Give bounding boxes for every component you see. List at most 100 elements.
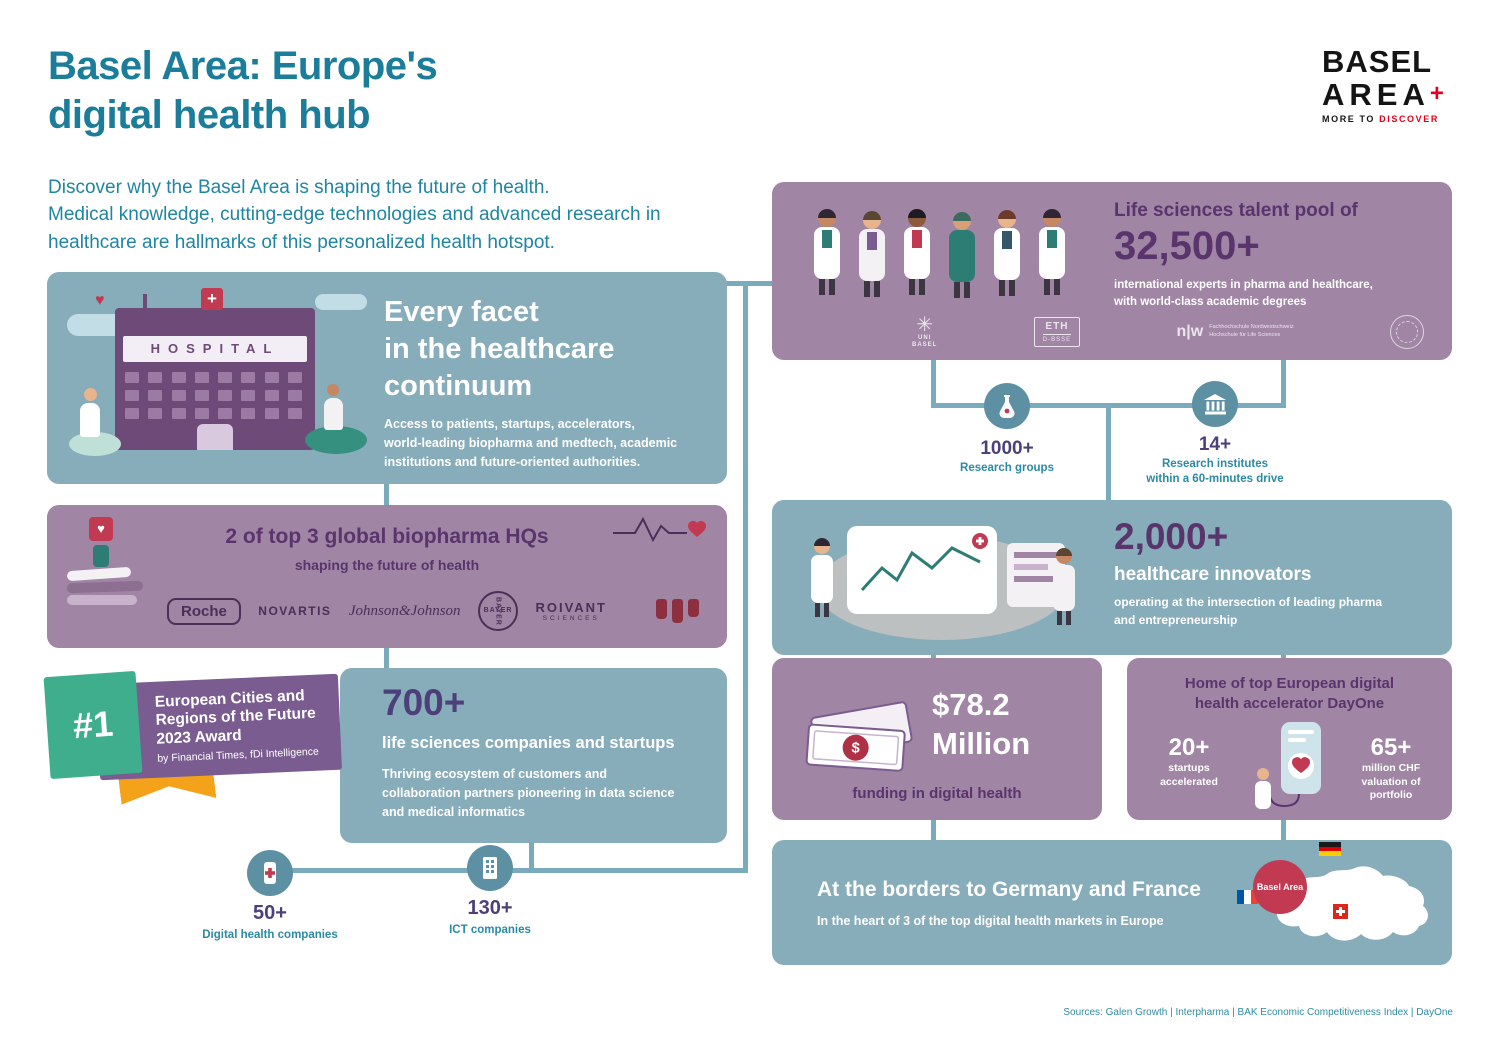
basel-area-logo: BASEL AREA+ MORE TO DISCOVER <box>1322 45 1462 125</box>
digital-health-companies-label: Digital health companies <box>202 929 338 941</box>
flasks-decoration <box>656 599 699 623</box>
companies-body: Thriving ecosystem of customers and coll… <box>382 767 675 819</box>
continuum-title: Every facet in the healthcare continuum <box>384 296 615 403</box>
switzerland-map: Basel Area <box>1237 840 1452 965</box>
connector-line <box>529 842 534 873</box>
funding-stat: $78.2 Million <box>932 687 1031 761</box>
innovators-stat: 2,000+ <box>1114 516 1229 557</box>
novartis-logo: NOVARTIS <box>258 604 332 618</box>
digital-health-companies-circle <box>247 850 293 896</box>
dayone-valuation: 65+ million CHF valuation of portfolio <box>1341 734 1441 803</box>
card-funding: $ $78.2 Million funding in digital healt… <box>772 658 1102 820</box>
basel-area-marker: Basel Area <box>1253 860 1307 914</box>
basel-area-marker-label: Basel Area <box>1256 882 1304 892</box>
biopharma-title: 2 of top 3 global biopharma HQs <box>225 525 549 548</box>
connector-line <box>384 484 389 507</box>
johnson-johnson-logo: Johnson&Johnson <box>348 602 461 619</box>
intro-text: Discover why the Basel Area is shaping t… <box>48 177 661 253</box>
money-illustration: $ <box>805 701 913 772</box>
dayone-valuation-value: 65+ <box>1370 734 1412 761</box>
uni-basel-logo: ✳ UNI BASEL <box>912 313 938 348</box>
roivant-logo: ROIVANT SCIENCES <box>535 600 607 622</box>
innovators-title: healthcare innovators <box>1114 564 1312 585</box>
connector-line <box>720 281 775 286</box>
biopharma-subtitle: shaping the future of health <box>294 557 480 573</box>
card-talent-pool: Life sciences talent pool of 32,500+ int… <box>772 182 1452 360</box>
ekg-heart-decoration <box>613 513 713 543</box>
heart-balloon-icon: ♥ <box>95 292 105 309</box>
fhnw-logo: n|w Fachhochschule Nordwestschweiz Hochs… <box>1176 323 1294 340</box>
research-institutes-label: Research institutes within a 60-minutes … <box>1146 458 1284 485</box>
logo-word-area: AREA <box>1322 76 1430 112</box>
red-cross-icon: + <box>201 288 223 310</box>
connector-line <box>931 650 936 662</box>
uni-basel-mark-icon: ✳ <box>916 313 934 336</box>
card-borders: At the borders to Germany and France In … <box>772 840 1452 965</box>
connector-line <box>384 647 389 670</box>
dollar-sign: $ <box>851 739 861 757</box>
talent-stat: 32,500+ <box>1114 224 1260 268</box>
university-seal-icon <box>1389 315 1424 349</box>
dayone-startups-value: 20+ <box>1168 734 1210 761</box>
ict-companies-label: ICT companies <box>449 924 531 936</box>
bayer-logo: BAYER BAYER <box>478 591 518 631</box>
award-byline: by Financial Times, fDi Intelligence <box>157 745 320 765</box>
digital-health-companies-value: 50+ <box>253 902 287 924</box>
research-groups-value: 1000+ <box>980 438 1034 459</box>
connector-line <box>1106 403 1111 503</box>
borders-title: At the borders to Germany and France <box>817 878 1201 901</box>
pharma-logos-row: Roche NOVARTIS Johnson&Johnson BAYER BAY… <box>167 591 607 631</box>
nurse-figure <box>79 388 101 448</box>
innovators-body: operating at the intersection of leading… <box>1114 595 1383 627</box>
continuum-body: Access to patients, startups, accelerato… <box>384 417 678 469</box>
ict-companies-circle <box>467 845 513 891</box>
dayone-valuation-label: million CHF valuation of portfolio <box>1361 762 1421 802</box>
hospital-sign: HOSPITAL <box>123 336 307 362</box>
logo-plus-icon: + <box>1429 79 1444 107</box>
hospital-door <box>197 424 233 450</box>
doctor-figure <box>322 384 344 444</box>
germany-flag-icon <box>1319 842 1341 856</box>
office-building-icon <box>483 857 497 879</box>
dayone-title: Home of top European digital health acce… <box>1184 675 1395 712</box>
award-title: European Cities and Regions of the Futur… <box>154 687 317 748</box>
hospital-illustration: + ♥ HOSPITAL <box>67 288 382 467</box>
cloud-shape <box>315 294 367 310</box>
logo-tagline: MORE TO <box>1322 114 1380 125</box>
companies-title: life sciences companies and startups <box>382 734 675 752</box>
card-healthcare-continuum: + ♥ HOSPITAL Every facet in the healthca… <box>47 272 727 484</box>
bush-shape <box>305 426 367 454</box>
books-decoration: ♥ <box>66 517 157 637</box>
institute-building-icon <box>1204 394 1226 415</box>
card-life-sciences-companies: 700+ life sciences companies and startup… <box>340 668 727 843</box>
roche-logo: Roche <box>167 597 241 625</box>
dayone-startups-label: startups accelerated <box>1160 762 1218 788</box>
logo-tagline-accent: DISCOVER <box>1379 114 1439 125</box>
eth-bsse-logo: ETH D-BSSE <box>1033 317 1081 347</box>
page-title: Basel Area: Europe's digital health hub <box>48 44 438 137</box>
connector-line <box>931 815 936 844</box>
doctors-illustration <box>814 209 1065 298</box>
dayone-phone-illustration <box>1255 722 1321 809</box>
connector-line <box>931 355 936 408</box>
connector-line <box>1281 650 1286 662</box>
flask-icon <box>999 395 1015 419</box>
research-groups-label: Research groups <box>960 462 1054 474</box>
hospital-windows <box>125 372 305 419</box>
card-dayone: Home of top European digital health acce… <box>1127 658 1452 820</box>
connector-line <box>1281 355 1286 408</box>
award-rank-badge: #1 <box>43 670 143 780</box>
ict-companies-value: 130+ <box>467 897 513 919</box>
innovators-illustration <box>811 526 1075 640</box>
funding-label: funding in digital health <box>852 785 1022 802</box>
talent-body: international experts in pharma and heal… <box>1114 279 1373 308</box>
award-rank: #1 <box>71 702 115 747</box>
connector-line <box>743 281 748 873</box>
heart-frame-icon: ♥ <box>89 517 113 541</box>
switzerland-outline <box>1269 866 1428 941</box>
borders-body: In the heart of 3 of the top digital hea… <box>817 914 1164 928</box>
phone-cross-icon <box>264 862 276 884</box>
research-institutes-value: 14+ <box>1198 434 1232 455</box>
card-healthcare-innovators: 2,000+ healthcare innovators operating a… <box>772 500 1452 655</box>
sources-text: Sources: Galen Growth | Interpharma | BA… <box>1063 1007 1453 1018</box>
